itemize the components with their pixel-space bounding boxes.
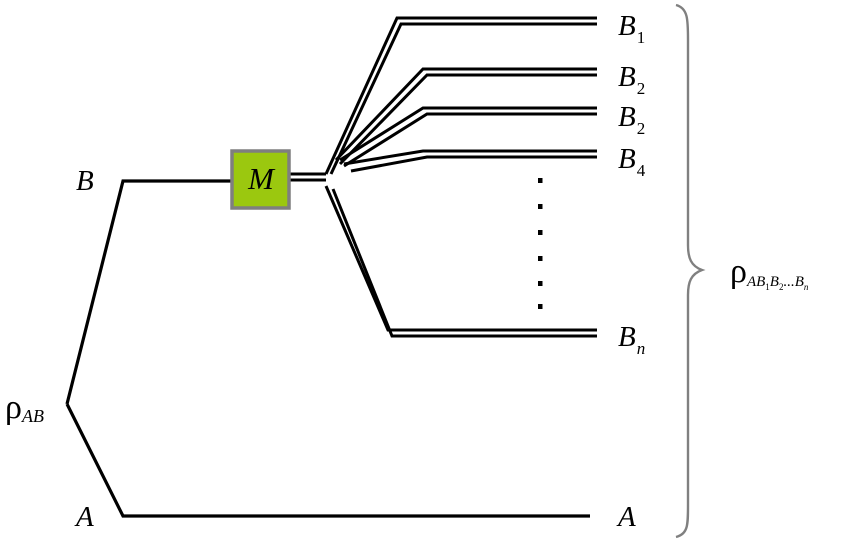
wire-rho-to-a — [65, 403, 590, 518]
label-b-start: B — [76, 165, 94, 197]
ellipsis-dots — [538, 178, 543, 309]
operator-label: M — [247, 161, 276, 196]
output-wire-b4 — [343, 149, 597, 173]
label-output-3: B4 — [618, 143, 646, 180]
operator-box — [230, 149, 291, 210]
label-a-end: A — [616, 501, 636, 533]
final-state-label: ρAB1B2...Bn — [730, 253, 809, 292]
label-a-start: A — [74, 501, 94, 533]
output-wire-b2-second — [339, 106, 597, 168]
output-wire-bn — [324, 185, 597, 338]
output-wire-b2-first — [334, 67, 597, 166]
label-output-4: Bn — [618, 321, 645, 358]
output-wire-b1 — [324, 16, 597, 175]
wire-rho-to-b — [65, 179, 232, 405]
label-rho-ab: ρAB — [5, 389, 44, 426]
brace-icon — [675, 3, 706, 539]
label-output-0: B1 — [618, 10, 645, 47]
label-final-rho: ρAB1B2...Bn — [730, 253, 809, 292]
label-output-1: B2 — [618, 61, 645, 98]
classical-wire-after-m — [289, 172, 326, 182]
label-output-2: B2 — [618, 101, 645, 138]
